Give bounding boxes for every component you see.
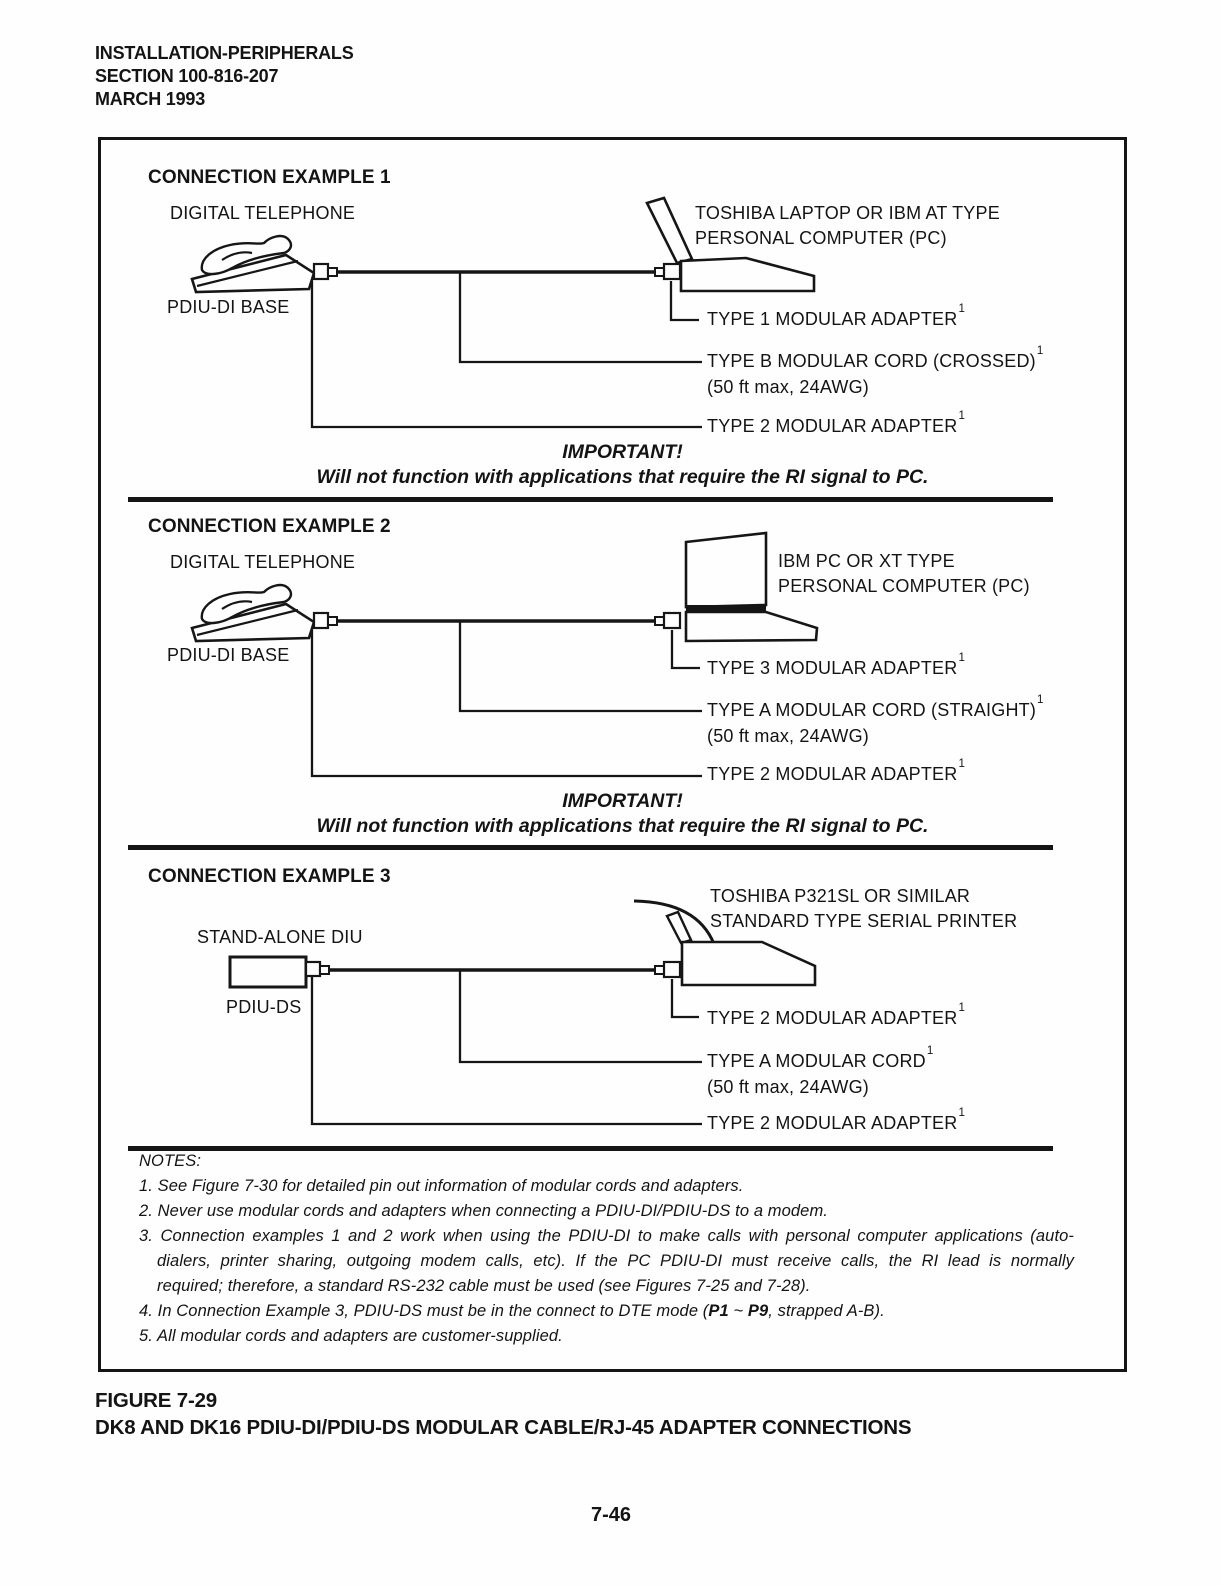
- example2-callout-adapter3: TYPE 3 MODULAR ADAPTER1: [707, 652, 965, 678]
- note-2: 2. Never use modular cords and adapters …: [139, 1202, 828, 1220]
- note-1: 1. See Figure 7-30 for detailed pin out …: [139, 1177, 744, 1195]
- example2-right-device-label-line1: IBM PC OR XT TYPE: [778, 551, 955, 571]
- note-5: 5. All modular cords and adapters are cu…: [139, 1327, 563, 1345]
- footnote-ref: 1: [958, 1002, 965, 1014]
- example2-left-device-sublabel: PDIU-DI BASE: [167, 645, 290, 665]
- example3-cord-spec: (50 ft max, 24AWG): [707, 1077, 869, 1097]
- notes-heading: NOTES:: [139, 1152, 202, 1170]
- example2-cord-spec: (50 ft max, 24AWG): [707, 726, 869, 746]
- note-3-line3: required; therefore, a standard RS-232 c…: [157, 1277, 811, 1295]
- footnote-ref: 1: [958, 303, 965, 315]
- example3-left-device-sublabel: PDIU-DS: [226, 997, 302, 1017]
- figure-border-box: [98, 137, 1127, 1372]
- example3-left-device-label: STAND-ALONE DIU: [197, 927, 363, 947]
- example1-left-device-sublabel: PDIU-DI BASE: [167, 297, 290, 317]
- example3-callout-cord: TYPE A MODULAR CORD1: [707, 1045, 934, 1071]
- example3-right-device-label-line1: TOSHIBA P321SL OR SIMILAR: [710, 886, 971, 906]
- example3-callout-adapter2-bottom: TYPE 2 MODULAR ADAPTER1: [707, 1107, 965, 1133]
- note-3-line2: dialers, printer sharing, outgoing modem…: [157, 1252, 1074, 1270]
- footnote-ref: 1: [958, 758, 965, 770]
- page-header: INSTALLATION-PERIPHERALS SECTION 100-816…: [95, 42, 354, 111]
- figure-title: DK8 AND DK16 PDIU-DI/PDIU-DS MODULAR CAB…: [95, 1416, 912, 1439]
- example1-title: CONNECTION EXAMPLE 1: [148, 167, 391, 188]
- notes-section: NOTES: 1. See Figure 7-30 for detailed p…: [139, 1152, 1074, 1352]
- example1-right-device-label-line2: PERSONAL COMPUTER (PC): [695, 228, 947, 248]
- example2-right-device-label-line2: PERSONAL COMPUTER (PC): [778, 576, 1030, 596]
- header-line-2: SECTION 100-816-207: [95, 66, 279, 86]
- example2-important-title: IMPORTANT!: [562, 790, 683, 812]
- figure-caption: FIGURE 7-29 DK8 AND DK16 PDIU-DI/PDIU-DS…: [95, 1387, 912, 1441]
- example3-title: CONNECTION EXAMPLE 3: [148, 866, 391, 887]
- example1-right-device-label-line1: TOSHIBA LAPTOP OR IBM AT TYPE: [695, 203, 1000, 223]
- example1-important-text: Will not function with applications that…: [316, 466, 929, 488]
- example2-callout-adapter2: TYPE 2 MODULAR ADAPTER1: [707, 758, 965, 784]
- example1-left-device-label: DIGITAL TELEPHONE: [170, 203, 356, 223]
- example2-callout-cord: TYPE A MODULAR CORD (STRAIGHT)1: [707, 694, 1044, 720]
- example2-title: CONNECTION EXAMPLE 2: [148, 516, 391, 537]
- example1-important-title: IMPORTANT!: [562, 441, 683, 463]
- example3-callout-adapter2-top: TYPE 2 MODULAR ADAPTER1: [707, 1002, 965, 1028]
- footnote-ref: 1: [1036, 345, 1044, 357]
- header-line-3: MARCH 1993: [95, 89, 206, 109]
- note-4: 4. In Connection Example 3, PDIU-DS must…: [139, 1302, 885, 1320]
- example1-callout-adapter2: TYPE 2 MODULAR ADAPTER1: [707, 410, 965, 436]
- footnote-ref: 1: [1037, 694, 1044, 706]
- example2-left-device-label: DIGITAL TELEPHONE: [170, 552, 356, 572]
- example3-right-device-label-line2: STANDARD TYPE SERIAL PRINTER: [710, 911, 1018, 931]
- page-number: 7-46: [590, 1504, 632, 1526]
- example1-cord-spec: (50 ft max, 24AWG): [707, 377, 869, 397]
- note-3-line1: 3. Connection examples 1 and 2 work when…: [139, 1227, 1074, 1245]
- footnote-ref: 1: [958, 652, 965, 664]
- footnote-ref: 1: [958, 410, 965, 422]
- footnote-ref: 1: [958, 1107, 965, 1119]
- header-line-1: INSTALLATION-PERIPHERALS: [95, 43, 354, 63]
- example1-callout-adapter1: TYPE 1 MODULAR ADAPTER1: [707, 303, 965, 329]
- figure-number: FIGURE 7-29: [95, 1389, 217, 1412]
- example1-callout-cord: TYPE B MODULAR CORD (CROSSED)1: [707, 345, 1044, 371]
- example2-important-text: Will not function with applications that…: [316, 815, 929, 837]
- footnote-ref: 1: [926, 1045, 934, 1057]
